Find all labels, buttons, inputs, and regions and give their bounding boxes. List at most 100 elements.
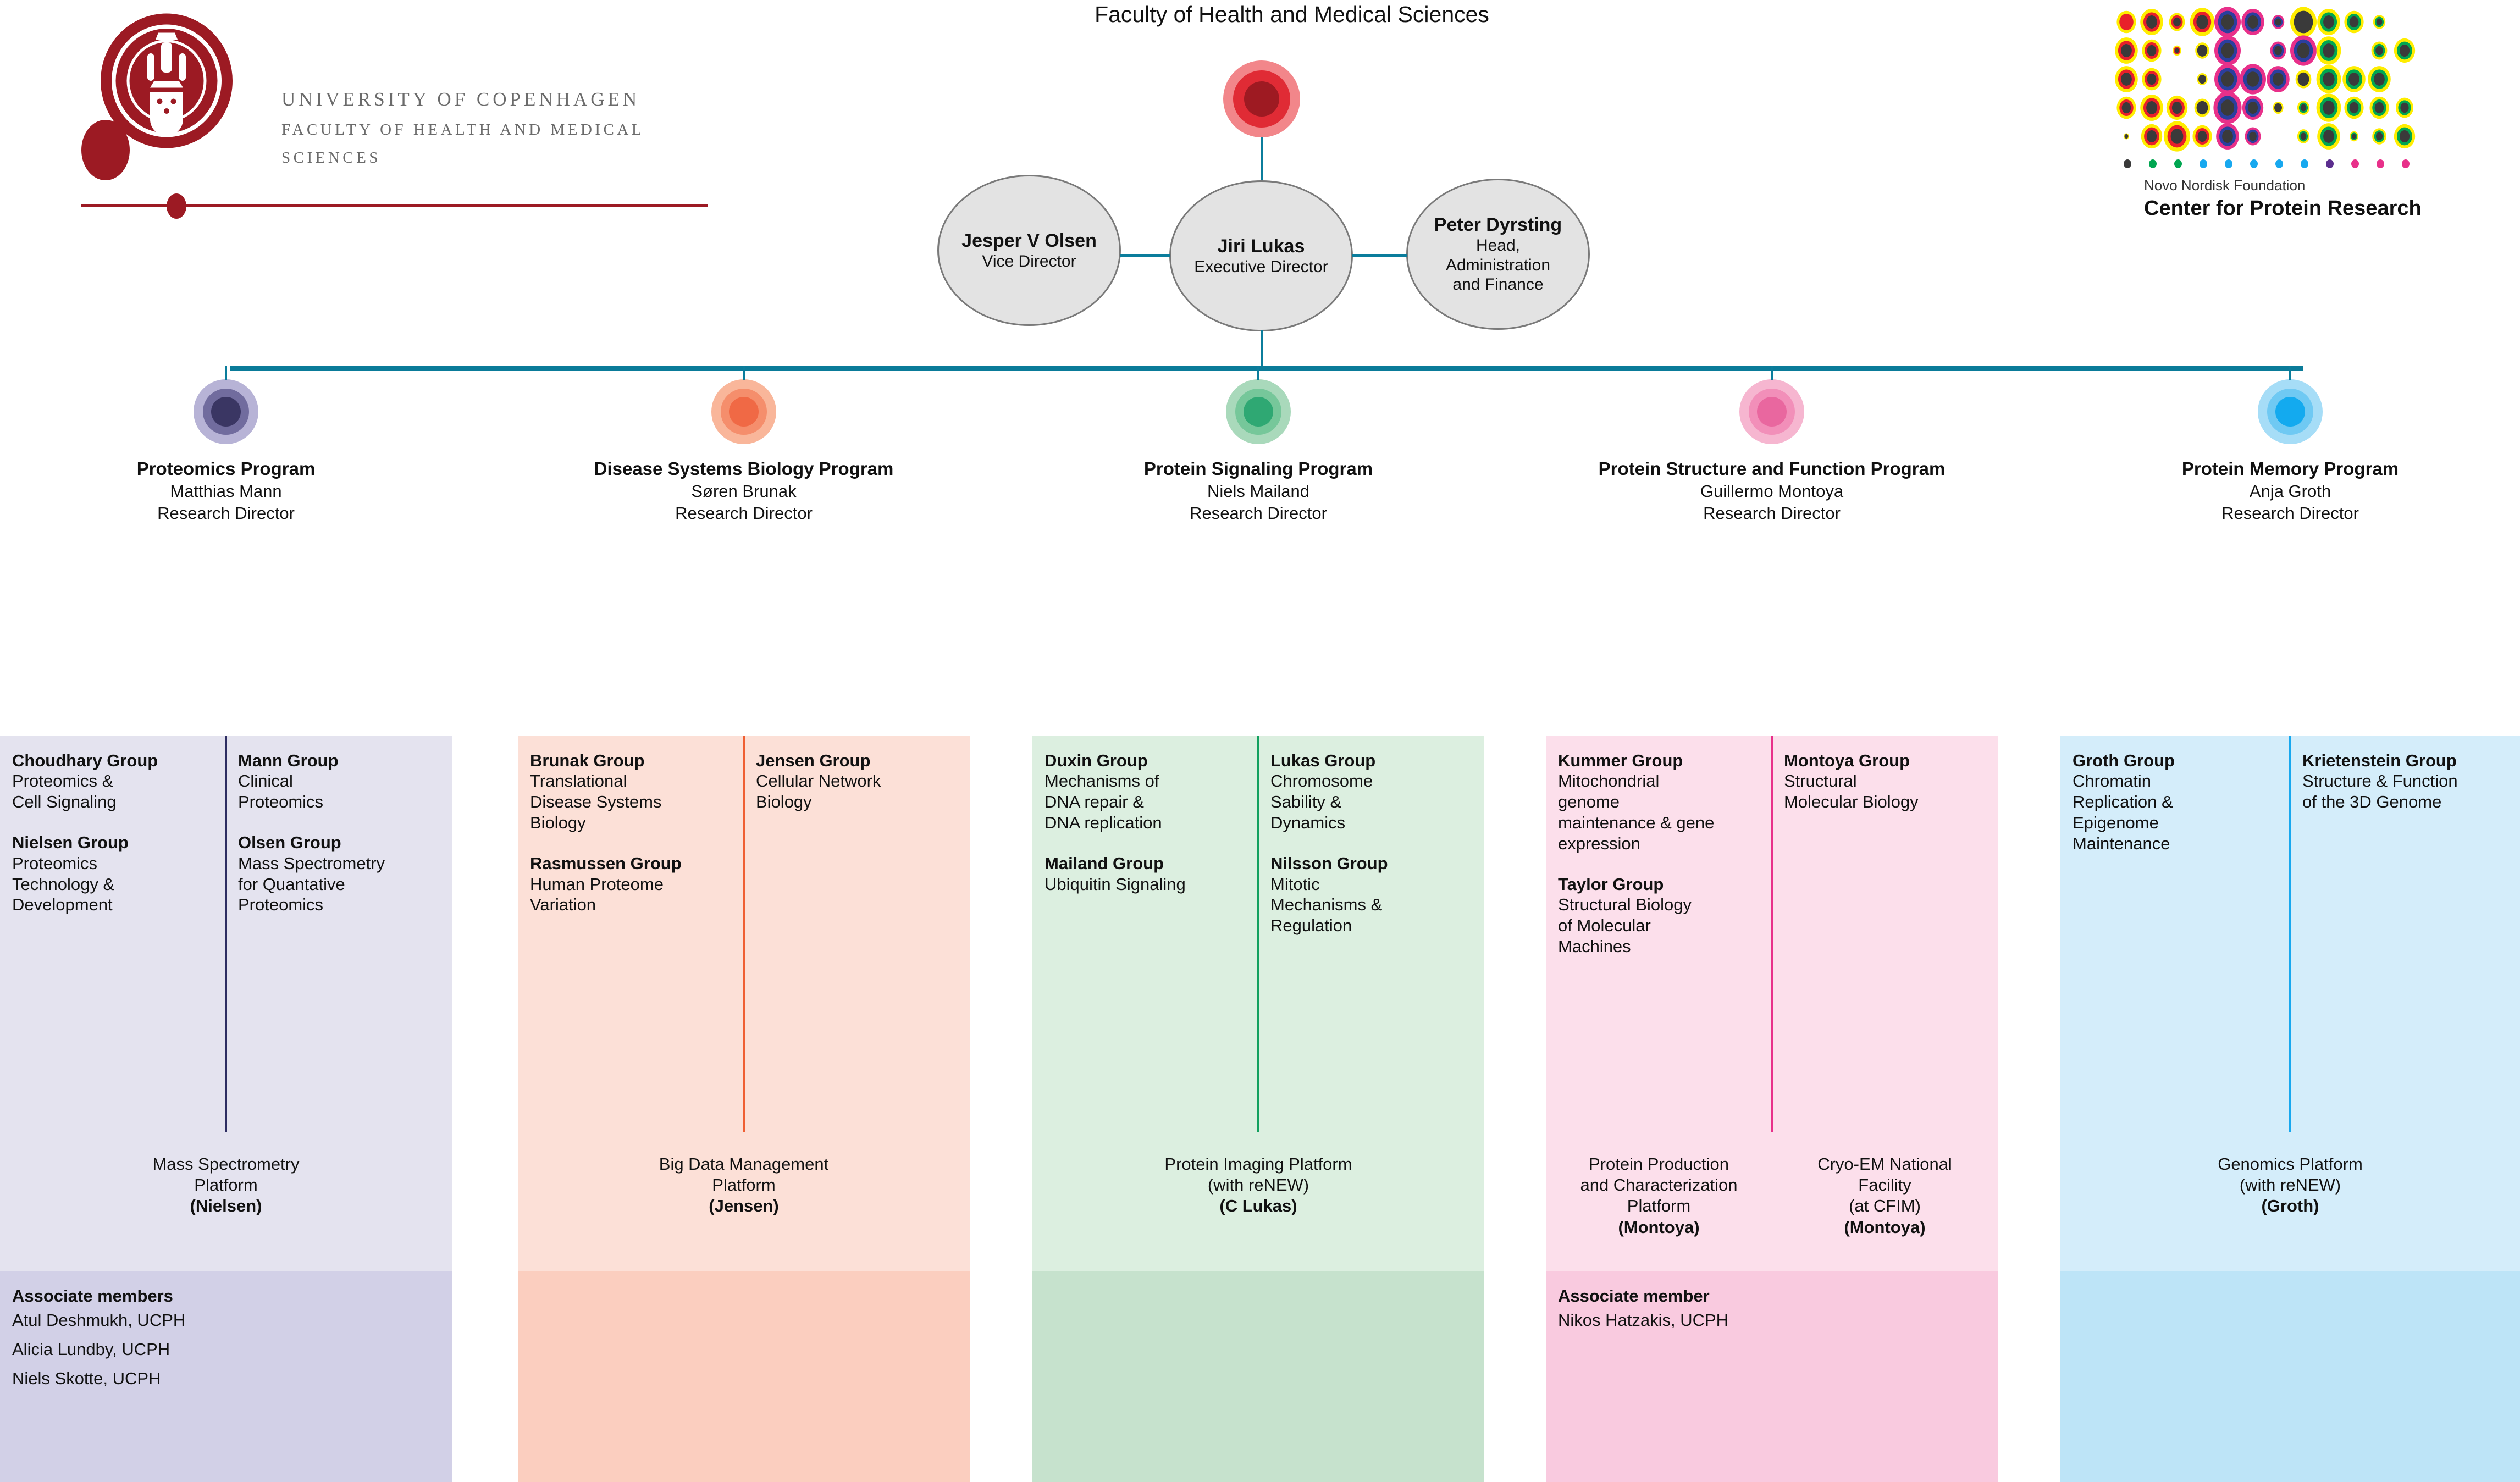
connector-exec-to-head bbox=[1352, 254, 1407, 257]
leader-vice-director[interactable]: Jesper V Olsen Vice Director bbox=[937, 175, 1121, 326]
platform-line: and Characterization bbox=[1580, 1175, 1738, 1195]
cpr-center-node-icon bbox=[1223, 60, 1300, 137]
ucph-rule-dot bbox=[167, 193, 186, 219]
leader-name: Peter Dyrsting bbox=[1434, 214, 1562, 236]
research-group-name: Taylor Group bbox=[1558, 874, 1664, 894]
connector-drop-1 bbox=[225, 366, 227, 380]
research-group-description: Proteomics &Cell Signaling bbox=[12, 771, 117, 812]
leader-role: Executive Director bbox=[1194, 257, 1328, 276]
ucph-decor-blob bbox=[81, 120, 130, 180]
platform-lead: (Montoya) bbox=[1844, 1217, 1926, 1237]
platform-row: Genomics Platform(with reNEW)(Groth) bbox=[2060, 1154, 2520, 1217]
program-column-divider bbox=[225, 736, 227, 1132]
research-group-description: Ubiquitin Signaling bbox=[1045, 874, 1186, 894]
program-director-role: Research Director bbox=[1703, 503, 1841, 523]
connector-center-stem bbox=[1261, 137, 1263, 187]
cpr-dots-icon bbox=[2115, 7, 2416, 168]
research-group-name: Groth Group bbox=[2073, 750, 2175, 770]
research-group-name: Duxin Group bbox=[1045, 750, 1148, 770]
research-group-name: Krietenstein Group bbox=[2302, 750, 2457, 770]
research-group-name: Nielsen Group bbox=[12, 833, 129, 853]
connector-drop-3 bbox=[1257, 366, 1259, 380]
research-group-name: Brunak Group bbox=[530, 750, 645, 770]
platform-line: Facility bbox=[1858, 1175, 1911, 1195]
platform-entry[interactable]: Protein Imaging Platform(with reNEW)(C L… bbox=[1032, 1154, 1484, 1217]
program-director-role: Research Director bbox=[675, 503, 813, 523]
platform-entry[interactable]: Genomics Platform(with reNEW)(Groth) bbox=[2060, 1154, 2520, 1217]
connector-drop-4 bbox=[1771, 366, 1773, 380]
ucph-seal-icon bbox=[101, 13, 233, 148]
platform-line: Protein Production bbox=[1588, 1154, 1729, 1174]
ucph-wordmark: UNIVERSITY OF COPENHAGEN FACULTY OF HEAL… bbox=[281, 82, 732, 172]
ucph-rule-line bbox=[81, 204, 708, 207]
platform-lead: (Groth) bbox=[2261, 1196, 2319, 1216]
research-group-name: Rasmussen Group bbox=[530, 853, 682, 873]
program-column-divider bbox=[1771, 736, 1773, 1132]
associate-member-item: Niels Skotte, UCPH bbox=[12, 1368, 161, 1388]
program-director: Anja Groth bbox=[2249, 482, 2331, 501]
platform-row: Protein Imaging Platform(with reNEW)(C L… bbox=[1032, 1154, 1484, 1217]
research-group-name: Olsen Group bbox=[238, 833, 341, 853]
program-node-icon bbox=[194, 379, 258, 444]
leader-executive-director[interactable]: Jiri Lukas Executive Director bbox=[1169, 180, 1353, 331]
platform-lead: (Jensen) bbox=[709, 1196, 779, 1216]
associate-member-item: Nikos Hatzakis, UCPH bbox=[1558, 1310, 1729, 1330]
research-group-name: Kummer Group bbox=[1558, 750, 1683, 770]
leader-role: Vice Director bbox=[982, 252, 1076, 270]
program-director: Matthias Mann bbox=[170, 482, 282, 501]
program-node-icon bbox=[1739, 379, 1804, 444]
program-director: Guillermo Montoya bbox=[1700, 482, 1844, 501]
research-group-name: Choudhary Group bbox=[12, 750, 158, 770]
platform-line: (with reNEW) bbox=[1207, 1175, 1309, 1195]
research-group-name: Montoya Group bbox=[1784, 750, 1910, 770]
research-group-name: Jensen Group bbox=[756, 750, 871, 770]
associate-members-title: Associate members bbox=[12, 1286, 173, 1306]
